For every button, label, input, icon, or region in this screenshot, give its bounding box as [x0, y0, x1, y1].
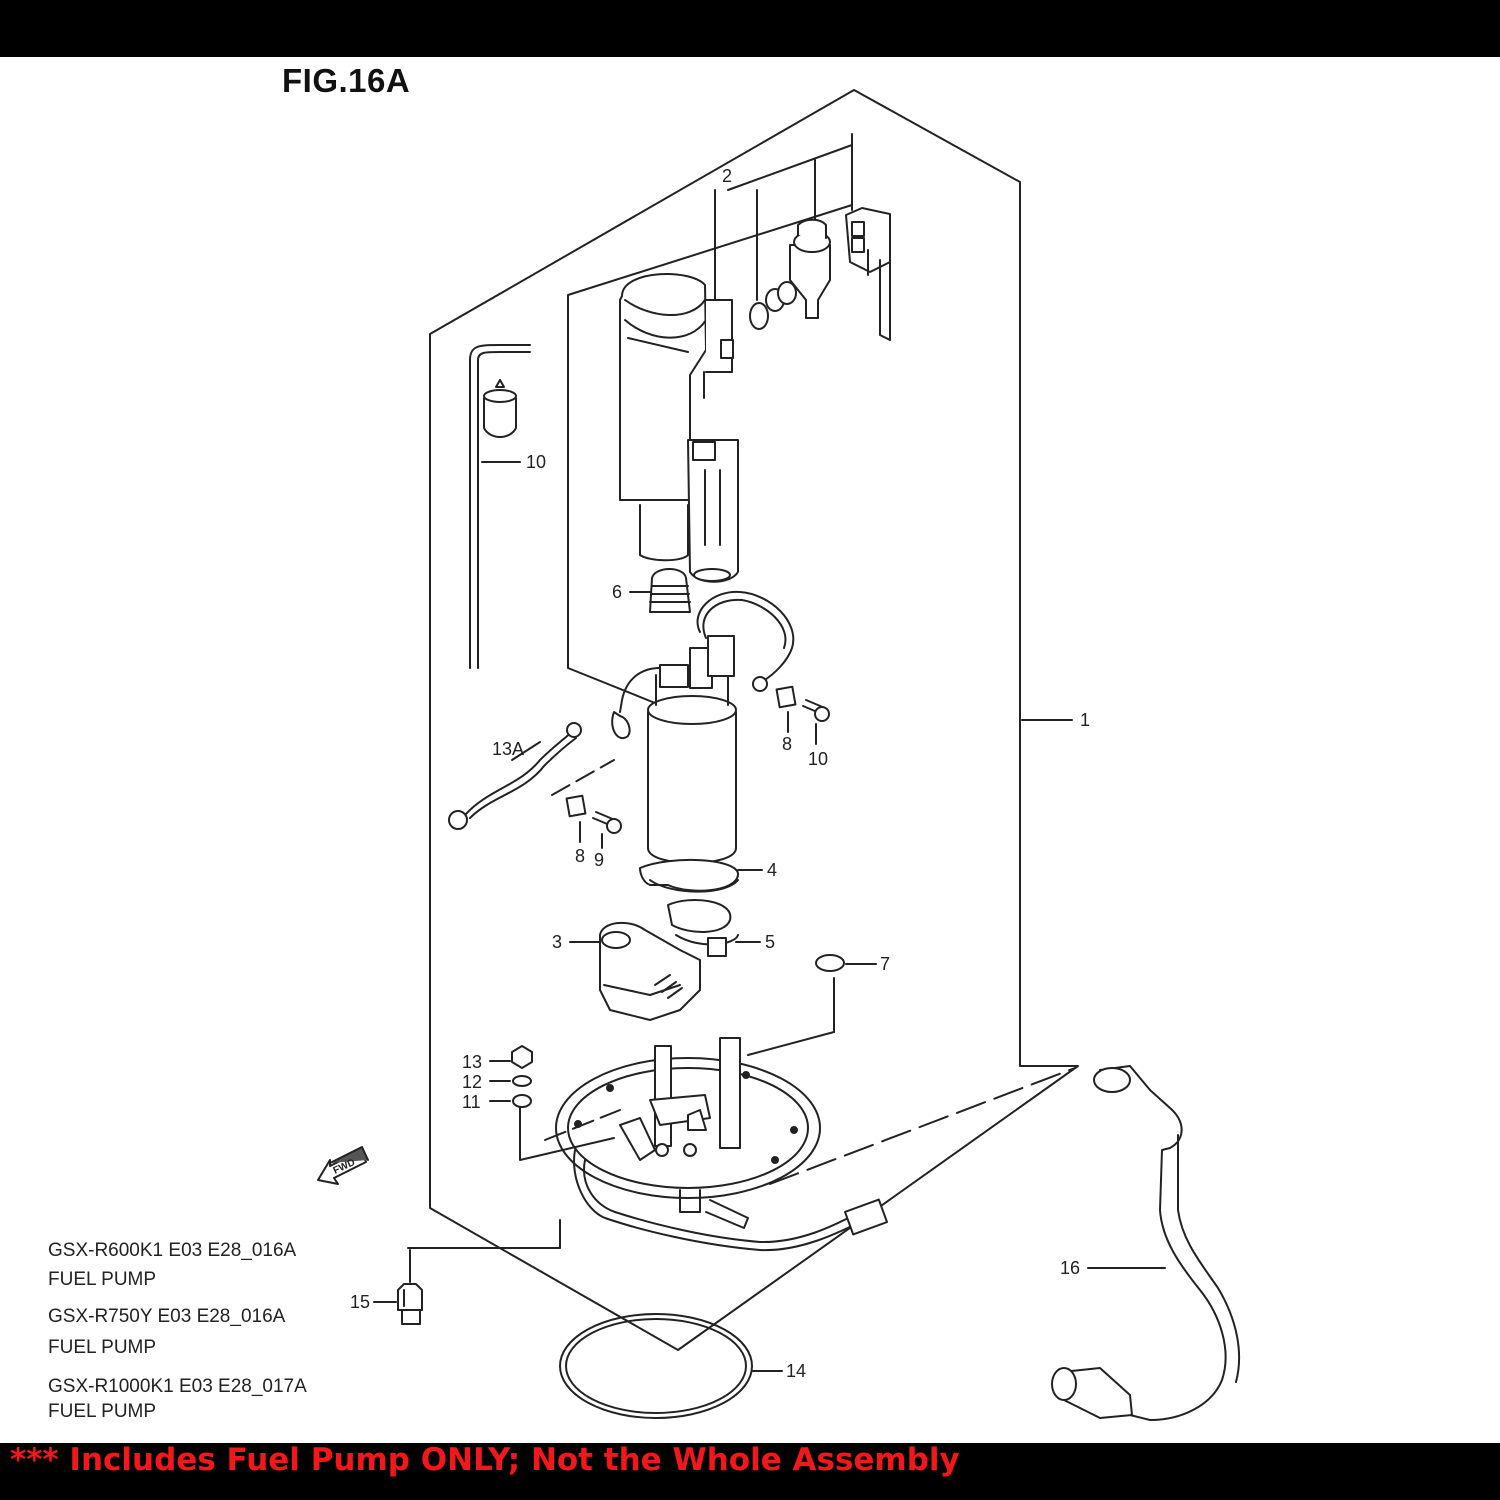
pump-cushion-rubber [639, 859, 739, 957]
callout-2: 2 [722, 166, 732, 186]
callout-16: 16 [1060, 1258, 1080, 1278]
callout-15: 15 [350, 1292, 370, 1312]
clip-and-screw-set [565, 685, 830, 849]
mounting-bolt [397, 1249, 423, 1325]
callout-4: 4 [767, 860, 777, 880]
fuel-feed-hose [1051, 1065, 1241, 1421]
pump-mounting-plate [555, 1037, 821, 1229]
model-line-3: GSX-R1000K1 E03 E28_017A [48, 1376, 307, 1397]
connector-bracket [845, 207, 891, 341]
fuel-strainer-boot [649, 568, 691, 613]
tank-gasket [559, 1313, 753, 1419]
model-line-1: GSX-R600K1 E03 E28_016A [48, 1240, 297, 1261]
callout-7: 7 [880, 954, 890, 974]
fuel-pump-holder [599, 921, 701, 1021]
pressure-regulator [749, 218, 831, 330]
ground-wire [448, 722, 582, 830]
callout-5: 5 [765, 932, 775, 952]
callout-9: 9 [594, 850, 604, 870]
callout-13a: 13A [492, 739, 524, 759]
nut-and-washers [511, 1045, 533, 1108]
figure-title: FIG.16A [282, 62, 411, 99]
model-line-2: GSX-R750Y E03 E28_016A [48, 1306, 286, 1327]
callout-10-right: 10 [808, 749, 828, 769]
part-line-3: FUEL PUMP [48, 1401, 157, 1422]
callout-13: 13 [462, 1052, 482, 1072]
fuel-level-rod [469, 344, 531, 669]
callout-14: 14 [786, 1361, 806, 1381]
wiring-harness [573, 1149, 861, 1252]
callout-12: 12 [462, 1072, 482, 1092]
callout-1: 1 [1080, 710, 1090, 730]
callout-8-left: 8 [575, 846, 585, 866]
callout-10-top: 10 [526, 452, 546, 472]
callout-8-right: 8 [782, 734, 792, 754]
fwd-arrow-icon: FWD [317, 1146, 369, 1185]
part-line-2: FUEL PUMP [48, 1337, 157, 1358]
callout-3: 3 [552, 932, 562, 952]
fuel-filter-canister [619, 273, 739, 583]
callout-numbers: 1 2 3 4 5 6 7 8 8 9 10 10 11 12 13 13A 1… [350, 166, 1090, 1381]
disclaimer-banner: *** Includes Fuel Pump ONLY; Not the Who… [10, 1442, 960, 1478]
callout-11: 11 [462, 1092, 481, 1112]
part-line-1: FUEL PUMP [48, 1269, 157, 1290]
fuel-pump-motor [611, 590, 795, 864]
diagram-sheet [0, 57, 1500, 1443]
callout-6: 6 [612, 582, 622, 602]
o-ring-small [815, 954, 845, 972]
